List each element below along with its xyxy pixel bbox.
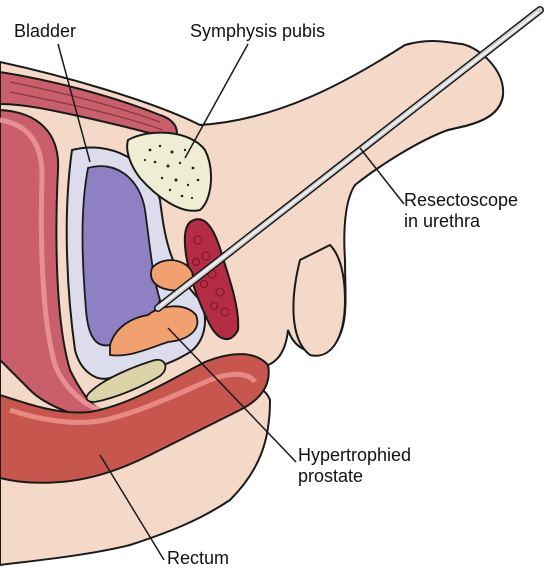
label-hypertrophied-line1: Hypertrophied bbox=[298, 445, 411, 466]
label-resectoscope-line2: in urethra bbox=[404, 211, 518, 232]
label-resectoscope: Resectoscope in urethra bbox=[404, 190, 518, 232]
label-resectoscope-line1: Resectoscope bbox=[404, 190, 518, 211]
label-hypertrophied-prostate: Hypertrophied prostate bbox=[298, 445, 411, 487]
label-symphysis-pubis: Symphysis pubis bbox=[190, 21, 325, 42]
label-bladder: Bladder bbox=[14, 21, 76, 42]
scrotum bbox=[293, 245, 345, 356]
label-hypertrophied-line2: prostate bbox=[298, 466, 411, 487]
label-rectum: Rectum bbox=[167, 548, 229, 569]
